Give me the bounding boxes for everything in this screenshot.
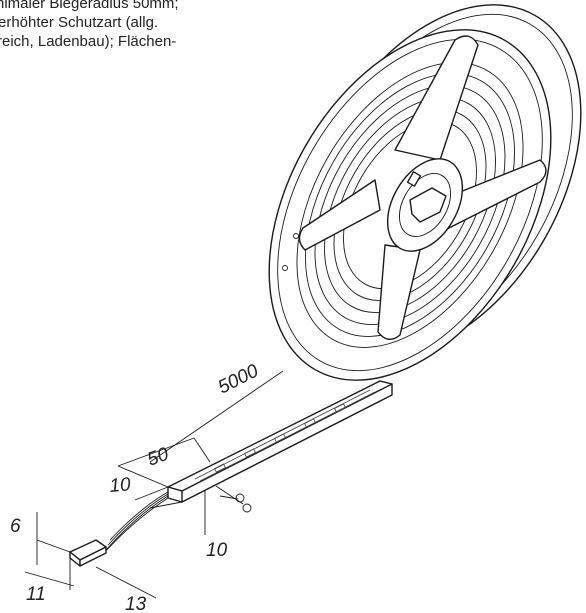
- dim-label-strip-height: 10: [206, 540, 228, 561]
- dim-label-connector-height: 6: [10, 516, 21, 537]
- connector-front: [79, 546, 107, 567]
- scissors-blade: [219, 495, 239, 500]
- dim-line-connector-length: [95, 566, 157, 599]
- reel-winding-5: [333, 108, 487, 302]
- led-chip: [334, 403, 346, 413]
- dim-ext: [149, 501, 183, 509]
- dim-ext: [193, 437, 211, 463]
- description-line-3: reich, Ladenbau); Flächen-: [0, 33, 177, 50]
- description-line-1: nimaler Biegeradius 50mm;: [0, 0, 179, 12]
- scissors-handle: [235, 493, 245, 503]
- reel-winding-3: [314, 85, 506, 325]
- wire: [105, 495, 169, 551]
- dim-ext: [117, 465, 169, 488]
- wire: [103, 497, 169, 554]
- strip-led-line: [199, 391, 376, 482]
- dim-ext: [36, 539, 71, 553]
- reel-hub-slot: [406, 171, 422, 187]
- dim-line-connector-width: [24, 571, 75, 587]
- reel: [268, 4, 582, 381]
- wire: [107, 493, 169, 546]
- led-chip: [244, 448, 256, 458]
- reel-winding-outer: [296, 62, 524, 348]
- dim-line-width: [134, 486, 169, 501]
- reel-winding-4: [324, 97, 496, 313]
- strip-side-edge: [181, 383, 393, 503]
- reel-flange-hole: [282, 265, 288, 271]
- led-strip: [167, 380, 393, 503]
- strip-led-segments: [194, 389, 376, 482]
- led-chip: [304, 418, 316, 428]
- reel-spoke-left: [298, 179, 381, 251]
- dim-label-length: 5000: [215, 360, 263, 398]
- dimension-lines: [24, 370, 284, 599]
- scissors-blade: [215, 485, 244, 505]
- dim-label-connector-width: 11: [26, 584, 46, 605]
- reel-hub-inner: [399, 173, 451, 237]
- reel-hub-clip: [409, 187, 447, 223]
- dim-label-strip-width: 10: [109, 474, 132, 497]
- reel-winding-inner: [343, 120, 477, 290]
- wire: [109, 491, 169, 541]
- reel-winding-2: [305, 73, 515, 337]
- scissors-icon: [215, 485, 252, 513]
- description-line-2: erhöhter Schutzart (allg.: [0, 14, 159, 31]
- connector-cable: [69, 491, 169, 567]
- reel-spoke-right: [439, 159, 547, 231]
- reel-spoke-bottom: [377, 244, 421, 340]
- product-description: nimaler Biegeradius 50mm; erhöhter Schut…: [0, 0, 280, 51]
- dim-line-segment: [117, 437, 195, 467]
- dim-line-length: [149, 370, 284, 463]
- led-chip: [214, 463, 226, 473]
- reel-flange-hole: [293, 233, 299, 239]
- reel-front-flange-rim: [277, 38, 543, 372]
- dim-label-connector-length: 13: [125, 594, 147, 613]
- reel-spoke-top: [394, 35, 479, 161]
- scissors-handle: [242, 503, 252, 513]
- led-chip: [274, 433, 286, 443]
